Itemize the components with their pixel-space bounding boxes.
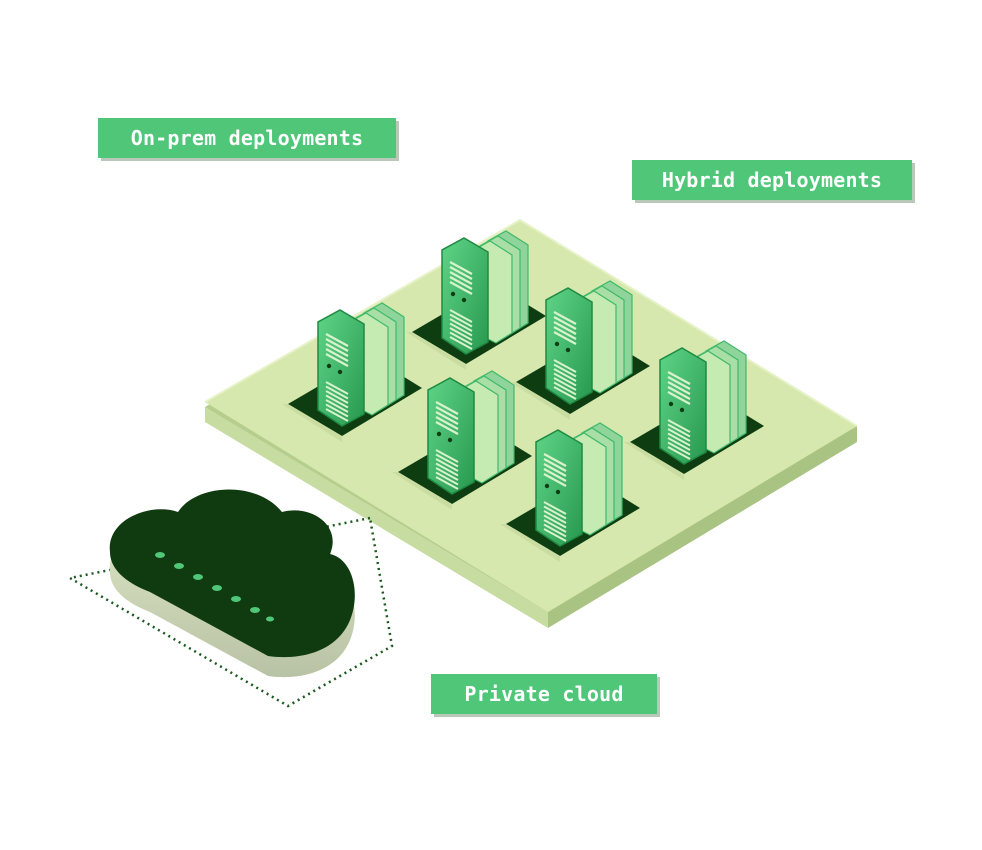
server-rack-icon [500, 422, 640, 562]
cloud-outline [66, 516, 394, 708]
server-rack-icon [406, 230, 546, 370]
server-rack-icon [510, 280, 650, 420]
server-rack-icon [392, 370, 532, 510]
cloud-icon [109, 489, 355, 678]
server-rack-icon [282, 302, 422, 442]
on-prem-deployments-label: On-prem deployments [98, 118, 396, 158]
server-group [282, 230, 764, 562]
private-cloud-label: Private cloud [431, 674, 657, 714]
hybrid-deployments-label: Hybrid deployments [632, 160, 912, 200]
server-rack-icon [624, 340, 764, 480]
